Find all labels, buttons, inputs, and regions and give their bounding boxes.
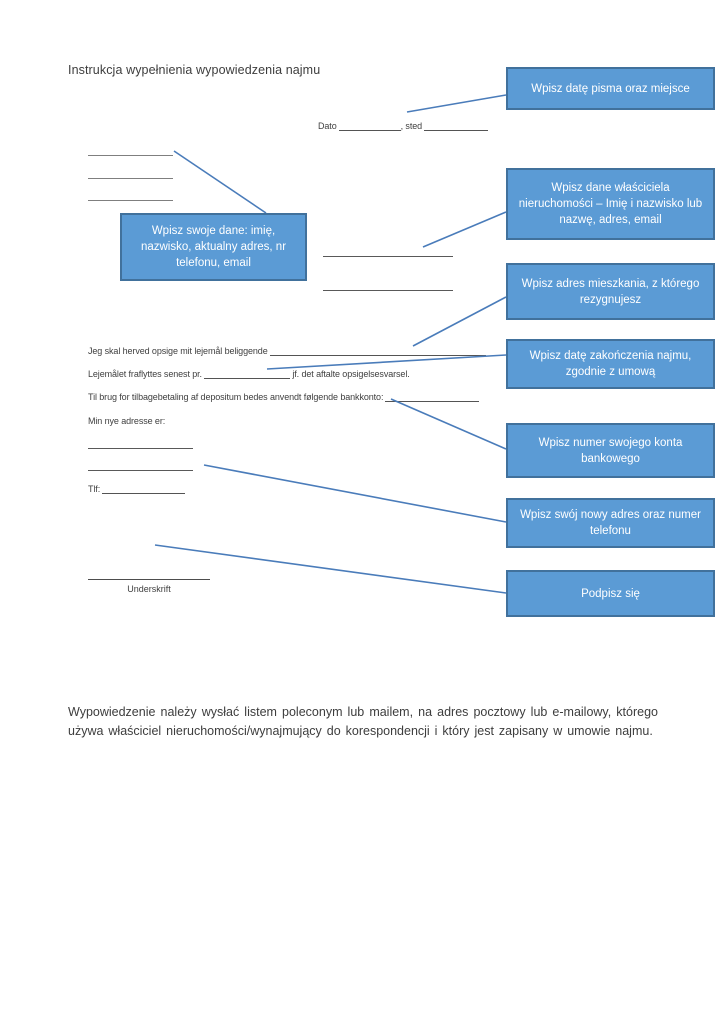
callout-apartment-address: Wpisz adres mieszkania, z którego rezygn…	[506, 263, 715, 320]
form-row-opsige: Jeg skal herved opsige mit lejemål belig…	[88, 346, 486, 356]
callout-date-place: Wpisz datę pisma oraz miejsce	[506, 67, 715, 110]
connector-line-end-date	[266, 354, 507, 370]
date-blank-field	[338, 123, 401, 131]
connector-line-bank-account	[390, 398, 507, 450]
new-address-label: Min nye adresse er:	[88, 416, 166, 426]
connector-line-owner-data	[422, 211, 507, 248]
connector-line-apartment-address	[412, 296, 507, 347]
place-blank-field	[424, 123, 489, 131]
signature-label: Underskrift	[127, 584, 171, 594]
landlord-address-blank-line	[323, 290, 453, 291]
move-out-date-blank-field	[203, 371, 290, 379]
callout-owner-data: Wpisz dane właściciela nieruchomości – I…	[506, 168, 715, 240]
callout-end-date: Wpisz datę zakończenia najmu, zgodnie z …	[506, 339, 715, 389]
tlf-label: Tlf:	[88, 484, 101, 494]
phone-blank-field	[102, 486, 186, 494]
connector-line-date	[406, 94, 507, 113]
dato-label: Dato	[318, 121, 337, 131]
connector-line-own-data	[173, 150, 267, 214]
callout-sign: Podpisz się	[506, 570, 715, 617]
tenant-contact-blank-line	[88, 200, 173, 201]
connector-line-new-address	[203, 464, 507, 523]
tenant-address-blank-line	[88, 178, 173, 179]
form-row-tlf: Tlf:	[88, 484, 186, 494]
apartment-address-blank-field	[269, 348, 486, 356]
fraflyttes-pre-label: Lejemålet fraflyttes senest pr.	[88, 369, 202, 379]
sted-label: , sted	[400, 121, 423, 131]
signature-blank-line	[88, 579, 210, 580]
depositum-label: Til brug for tilbagebetaling af depositu…	[88, 392, 384, 402]
form-row-new-address-label: Min nye adresse er:	[88, 416, 165, 426]
callout-new-address: Wpisz swój nowy adres oraz numer telefon…	[506, 498, 715, 548]
form-row-fraflyttes: Lejemålet fraflyttes senest pr. jf. det …	[88, 369, 410, 379]
form-row-date-place: Dato , sted	[318, 121, 489, 131]
new-address-blank-line-2	[88, 470, 193, 471]
new-address-blank-line-1	[88, 448, 193, 449]
callout-bank-account: Wpisz numer swojego konta bankowego	[506, 423, 715, 478]
opsige-label: Jeg skal herved opsige mit lejemål belig…	[88, 346, 268, 356]
form-row-depositum: Til brug for tilbagebetaling af depositu…	[88, 392, 480, 402]
fraflyttes-post-label: jf. det aftalte opsigelsesvarsel.	[292, 369, 410, 379]
callout-own-data: Wpisz swoje dane: imię, nazwisko, aktual…	[120, 213, 307, 281]
tenant-name-blank-line	[88, 155, 173, 156]
bank-account-blank-field	[385, 394, 480, 402]
footer-paragraph: Wypowiedzenie należy wysłać listem polec…	[68, 705, 658, 738]
page-title: Instrukcja wypełnienia wypowiedzenia naj…	[68, 63, 321, 77]
landlord-name-blank-line	[323, 256, 453, 257]
